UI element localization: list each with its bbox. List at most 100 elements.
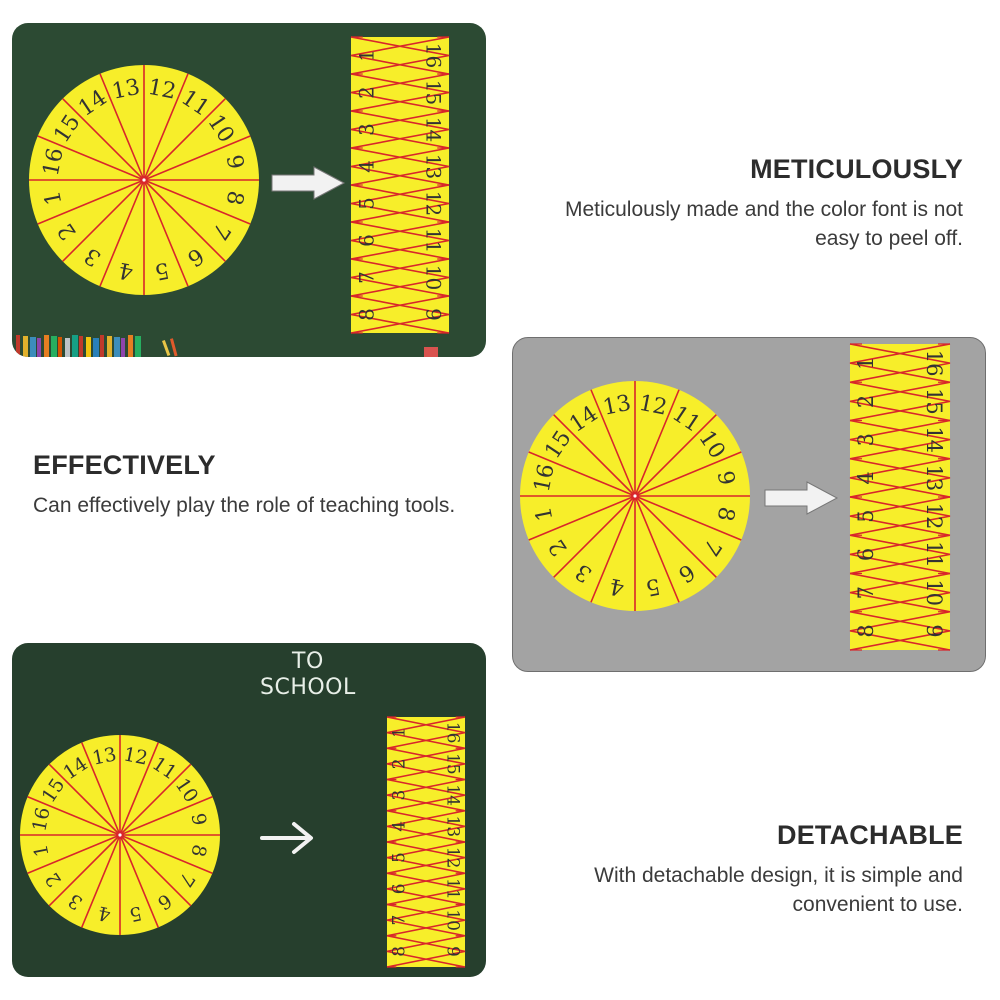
strip-number: 7 [355,271,379,284]
feature-description: Meticulously made and the color font is … [564,198,963,250]
strip-number: 3 [389,790,409,801]
strip-number: 6 [389,883,409,894]
number-strip: 1 16 2 15 3 14 4 13 5 12 6 11 7 10 8 9 [350,36,450,334]
wheel-number: 16 [530,462,560,494]
strip-number: 4 [389,821,409,832]
wheel-number: 9 [712,469,739,488]
strip-number: 4 [355,160,379,173]
number-strip: 1 16 2 15 3 14 4 13 5 12 6 11 7 10 8 9 [386,716,466,968]
wheel-number: 8 [186,843,210,859]
strip-number: 11 [922,541,946,568]
arrow-right-icon [271,166,346,200]
feature-detachable: DETACHABLE With detachable design, it is… [543,820,963,919]
wheel-number: 5 [153,257,172,284]
strip-number: 10 [443,909,463,931]
strip-number: 12 [922,503,946,530]
strip-number: 13 [421,154,445,179]
feature-meticulously: METICULOUSLY Meticulously made and the c… [563,154,963,253]
strip-number: 4 [854,471,878,484]
strip-number: 9 [421,308,445,321]
strip-number: 16 [922,350,946,377]
feature-description: Can effectively play the role of teachin… [33,494,456,517]
wheel-number: 13 [90,743,118,769]
strip-number: 8 [389,946,409,957]
number-strip: 1 16 2 15 3 14 4 13 5 12 6 11 7 10 8 9 [849,343,951,651]
feature-title: EFFECTIVELY [33,450,216,480]
arrow-right-icon [764,481,839,515]
strip-number: 12 [421,191,445,216]
strip-number: 14 [421,117,445,142]
wheel-number: 13 [110,75,142,105]
strip-number: 14 [922,426,946,453]
strip-number: 8 [355,308,379,321]
feature-title: METICULOUSLY [750,154,963,184]
strip-number: 3 [355,123,379,136]
wheel-number: 8 [221,189,248,208]
strip-number: 9 [922,624,946,637]
wheel-number: 12 [122,743,150,769]
strip-number: 1 [389,727,409,738]
strip-number: 5 [355,197,379,210]
chalk-line-2: SCHOOL [260,675,356,700]
strip-number: 6 [854,548,878,561]
wheel-number: 1 [531,505,558,524]
strip-number: 10 [922,579,946,606]
arrow-right-icon [260,822,313,854]
wheel-number: 5 [128,901,144,925]
feature-description: With detachable design, it is simple and… [594,864,963,916]
wheel-number: 13 [601,391,633,421]
strip-number: 7 [389,915,409,926]
wheel-number: 1 [30,843,54,859]
wheel-number: 16 [39,146,69,178]
strip-number: 2 [389,758,409,769]
strip-number: 7 [854,586,878,599]
wheel-number: 4 [117,257,136,284]
strip-number: 1 [355,49,379,62]
wheel-number: 5 [644,573,663,600]
chalkboard-text: TO SCHOOL [260,649,356,701]
wheel-number: 9 [186,811,210,827]
strip-number: 10 [421,265,445,290]
books-icon [16,335,438,357]
strip-number: 16 [443,722,463,744]
feature-title: DETACHABLE [777,820,963,850]
feature-effectively: EFFECTIVELY Can effectively play the rol… [33,450,473,520]
strip-number: 11 [443,878,463,900]
wheel-number: 4 [96,901,112,925]
wheel-number: 12 [146,75,178,105]
strip-number: 5 [854,509,878,522]
strip-number: 9 [443,946,463,957]
wheel-number: 8 [712,505,739,524]
strip-number: 15 [443,753,463,775]
strip-number: 14 [443,784,463,806]
wheel-number: 16 [28,805,54,833]
strip-number: 13 [922,465,946,492]
strip-number: 2 [854,395,878,408]
strip-number: 6 [355,234,379,247]
strip-number: 16 [421,43,445,68]
chalk-line-1: TO [292,649,324,674]
strip-number: 5 [389,852,409,863]
strip-number: 11 [421,228,445,253]
wheel-number: 1 [40,189,67,208]
wheel-number: 4 [608,573,627,600]
strip-number: 12 [443,847,463,869]
strip-number: 1 [854,356,878,369]
wheel-number: 9 [221,153,248,172]
strip-number: 2 [355,86,379,99]
wheel-number: 12 [637,391,669,421]
strip-number: 15 [922,388,946,415]
strip-number: 3 [854,433,878,446]
strip-number: 8 [854,624,878,637]
strip-number: 13 [443,816,463,838]
strip-number: 15 [421,80,445,105]
